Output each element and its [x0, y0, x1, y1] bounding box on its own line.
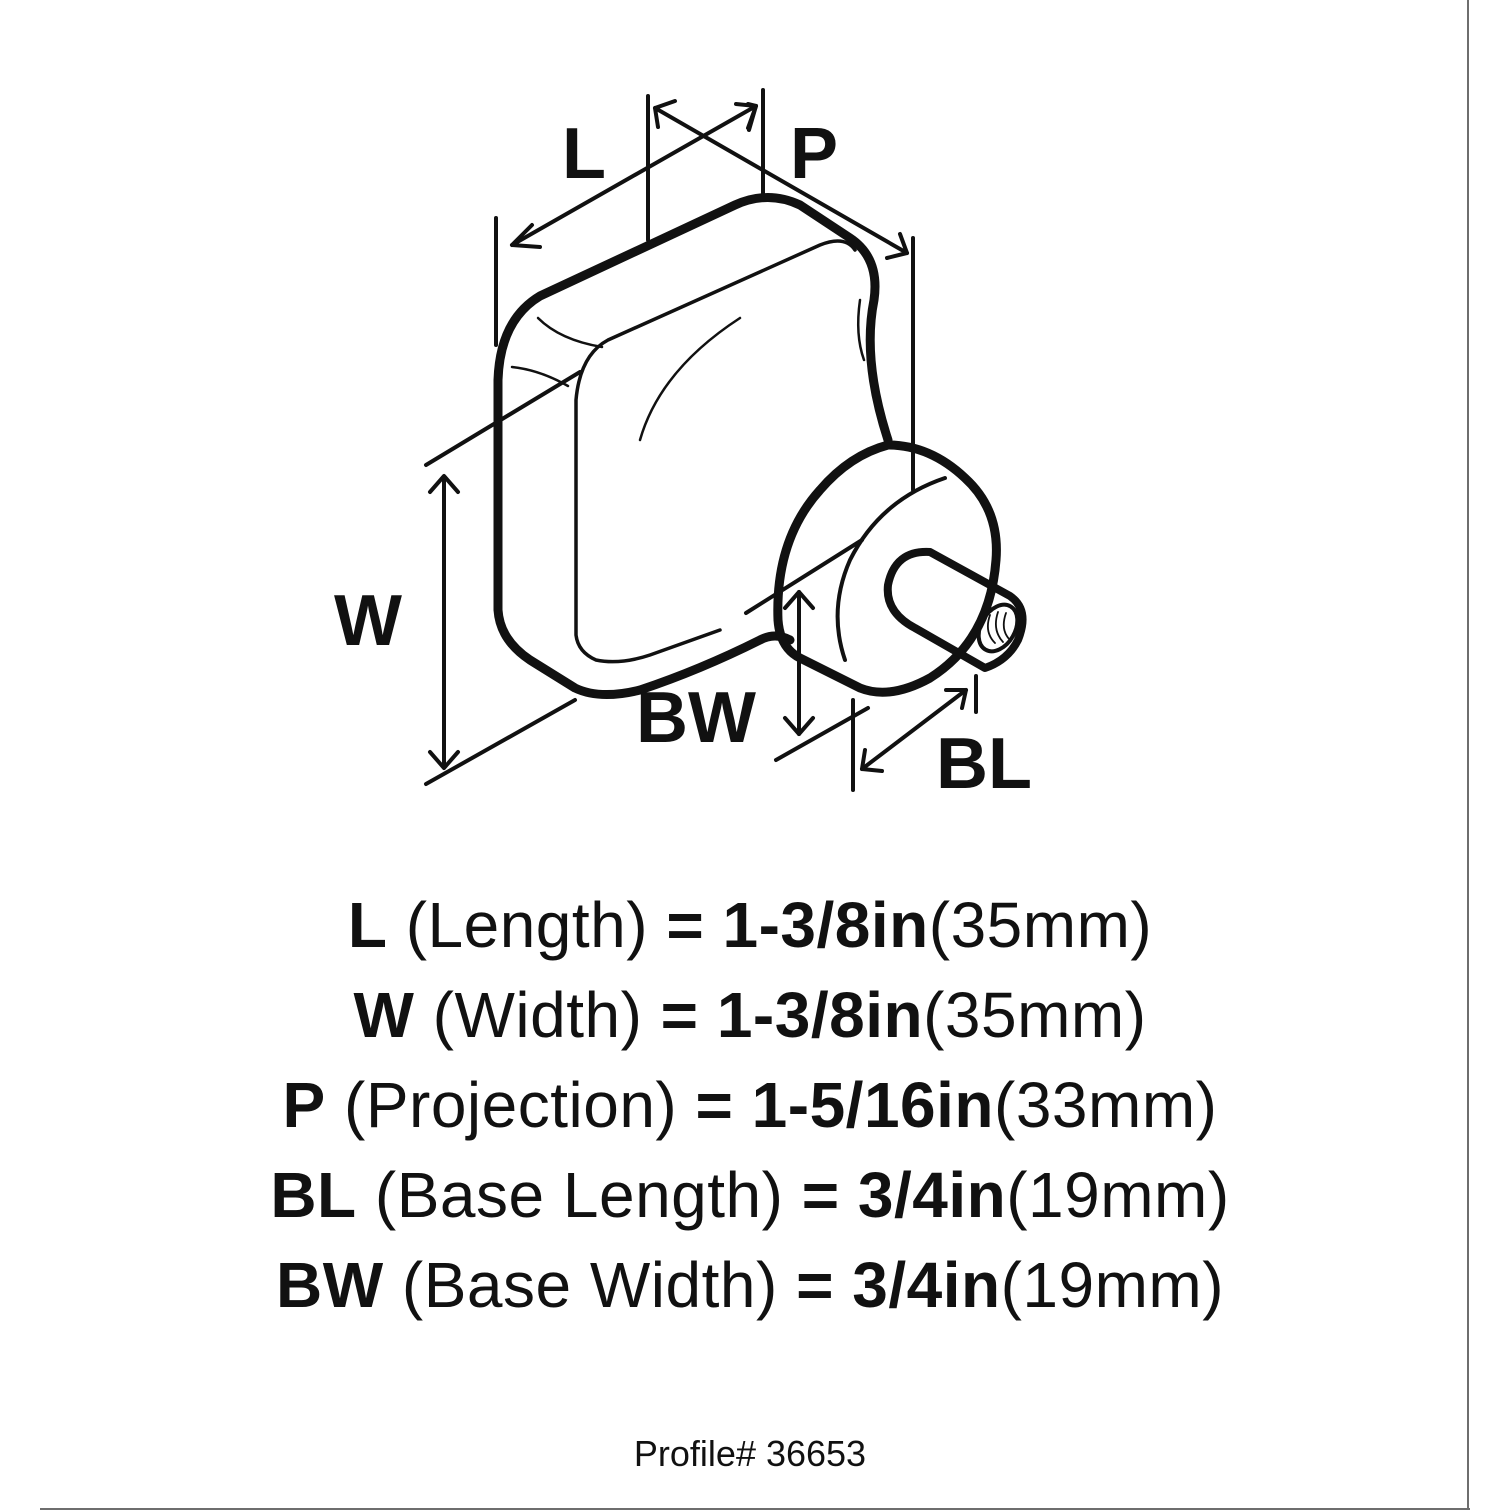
spec-imperial-value: 3/4in [852, 1249, 1001, 1321]
spec-metric-value: (35mm) [928, 889, 1153, 961]
extension-line [744, 538, 864, 615]
frame-right-border [1467, 0, 1469, 1510]
spec-row-base-length: BL (Base Length) = 3/4in(19mm) [0, 1150, 1500, 1240]
spec-imperial-value: 3/4in [857, 1159, 1007, 1231]
label-base-width: BW [636, 678, 756, 758]
spec-name: (Width) [432, 979, 643, 1051]
spec-imperial-value: 1-5/16in [751, 1069, 995, 1141]
spec-name: (Projection) [344, 1069, 678, 1141]
profile-number: Profile# 36653 [633, 1433, 867, 1474]
spec-name: (Length) [405, 889, 649, 961]
spec-equals: = [666, 889, 705, 961]
spec-code: BW [276, 1249, 384, 1321]
extension-line [424, 370, 582, 467]
spec-imperial-value: 1-3/8in [722, 889, 929, 961]
spec-metric-value: (33mm) [994, 1069, 1218, 1141]
extension-line [424, 698, 577, 786]
spec-name: (Base Length) [374, 1159, 784, 1231]
spec-row-width: W (Width) = 1-3/8in(35mm) [0, 970, 1500, 1060]
dimension-base-width [744, 538, 870, 762]
spec-row-projection: P (Projection) = 1-5/16in(33mm) [0, 1060, 1500, 1150]
dimension-spec-list: L (Length) = 1-3/8in(35mm) W (Width) = 1… [0, 880, 1500, 1330]
frame-bottom-border [40, 1508, 1470, 1510]
spec-metric-value: (19mm) [1000, 1249, 1224, 1321]
spec-code: W [353, 979, 415, 1051]
knob-head-outline [493, 193, 893, 700]
spec-code: P [282, 1069, 326, 1141]
spec-code: L [347, 889, 388, 961]
spec-row-base-width: BW (Base Width) = 3/4in(19mm) [0, 1240, 1500, 1330]
spec-equals: = [695, 1069, 734, 1141]
spec-metric-value: (19mm) [1006, 1159, 1230, 1231]
dimension-projection [653, 88, 915, 492]
knob-face-outline [510, 239, 866, 664]
spec-equals: = [801, 1159, 840, 1231]
label-projection: P [790, 114, 838, 194]
spec-equals: = [660, 979, 699, 1051]
label-length: L [562, 114, 606, 194]
dimension-base-length [851, 674, 978, 792]
spec-code: BL [270, 1159, 357, 1231]
label-width: W [334, 581, 402, 661]
knob-dimension-drawing: L P W BW BL [334, 88, 1032, 804]
spec-imperial-value: 1-3/8in [716, 979, 924, 1051]
spec-metric-value: (35mm) [923, 979, 1147, 1051]
dimension-length [494, 94, 758, 347]
label-base-length: BL [936, 724, 1032, 804]
spec-name: (Base Width) [401, 1249, 778, 1321]
dimension-width [424, 370, 582, 786]
spec-row-length: L (Length) = 1-3/8in(35mm) [0, 880, 1500, 970]
knob-base-outline [773, 440, 1027, 697]
spec-equals: = [796, 1249, 834, 1321]
